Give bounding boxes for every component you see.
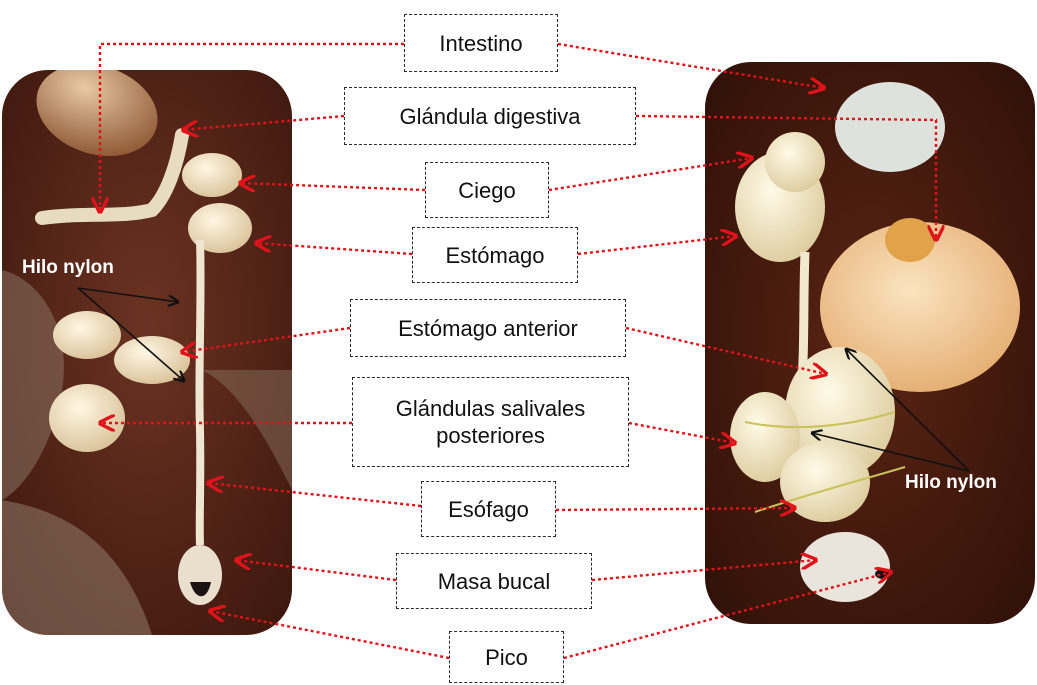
arrow-salivales-right (629, 423, 735, 443)
label-glandulas-salivales: Glándulas salivales posteriores (352, 377, 629, 467)
arrow-pico-left (210, 611, 449, 658)
label-glandula-digestiva: Glándula digestiva (344, 87, 636, 145)
arrow-estomago-anterior-left (182, 328, 350, 352)
label-glandulas-salivales-line-1: Glándulas salivales (396, 395, 586, 422)
arrow-intestino-right (558, 44, 824, 88)
label-estomago: Estómago (412, 227, 578, 283)
arrow-glandula-right (636, 116, 936, 240)
label-esofago: Esófago (421, 481, 556, 537)
label-ciego: Ciego (425, 162, 549, 218)
nylon-arrow-left-2 (78, 288, 184, 381)
arrow-ciego-right (549, 158, 752, 190)
label-masa-bucal: Masa bucal (396, 553, 592, 609)
arrow-ciego-left (240, 183, 425, 190)
arrow-estomago-right (578, 236, 736, 254)
label-estomago-anterior: Estómago anterior (350, 299, 626, 357)
arrow-glandula-left (183, 116, 344, 130)
label-glandulas-salivales-line-2: posteriores (436, 422, 545, 449)
arrow-esofago-left (208, 483, 421, 506)
arrow-estomago-left (256, 243, 412, 254)
nylon-arrow-right-1 (846, 349, 969, 471)
arrow-masa-bucal-right (592, 560, 816, 580)
nylon-arrow-left-1 (78, 288, 178, 302)
label-intestino: Intestino (404, 14, 558, 72)
arrow-esofago-right (556, 508, 795, 510)
nylon-arrow-right-2 (812, 433, 969, 471)
hilo-nylon-label-left: Hilo nylon (22, 257, 114, 279)
label-pico: Pico (449, 631, 564, 683)
arrow-masa-bucal-left (236, 560, 396, 580)
arrow-estomago-anterior-right (626, 328, 826, 374)
hilo-nylon-label-right: Hilo nylon (905, 472, 997, 494)
arrow-pico-right (564, 572, 891, 658)
